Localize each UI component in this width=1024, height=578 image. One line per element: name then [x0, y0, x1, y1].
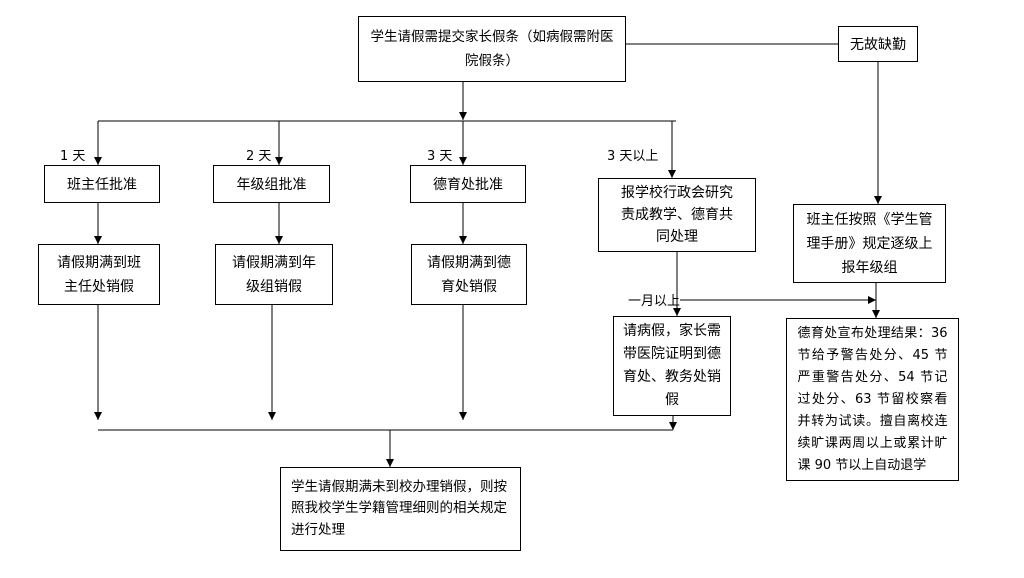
- node-sick-leave-cancel-text: 请病假，家长需带医院证明到德育处、教务处销假: [623, 323, 721, 408]
- node-absent-without-reason-text: 无故缺勤: [850, 37, 906, 53]
- node-submit-leave-note: 学生请假需提交家长假条（如病假需附医院假条）: [358, 16, 626, 82]
- node-overdue-handling-text: 学生请假期满未到校办理销假，则按照我校学生学籍管理细则的相关规定进行处理: [291, 478, 507, 538]
- node-admin-meeting: 报学校行政会研究责成教学、德育共同处理: [598, 178, 756, 252]
- node-overdue-handling: 学生请假期满未到校办理销假，则按照我校学生学籍管理细则的相关规定进行处理: [280, 467, 521, 551]
- node-moral-office-approve: 德育处批准: [410, 165, 526, 203]
- node-moral-office-approve-text: 德育处批准: [433, 177, 503, 193]
- edge-label-three-days: 3 天: [427, 149, 453, 164]
- node-punishment-result: 德育处宣布处理结果：36 节给予警告处分、45 节严重警告处分、54 节记过处分…: [786, 318, 959, 481]
- node-report-grade-group: 班主任按照《学生管理手册》规定逐级上报年级组: [793, 204, 946, 283]
- node-grade-group-approve: 年级组批准: [213, 165, 330, 203]
- edge-label-over-three-days: 3 天以上: [607, 149, 659, 164]
- node-cancel-at-grade-group: 请假期满到年级组销假: [215, 244, 333, 305]
- node-cancel-at-grade-group-text: 请假期满到年级组销假: [232, 254, 316, 295]
- node-cancel-at-head-teacher: 请假期满到班主任处销假: [38, 244, 160, 305]
- node-head-teacher-approve-text: 班主任批准: [67, 177, 137, 193]
- edge-label-over-one-month: 一月以上: [628, 294, 681, 309]
- node-punishment-result-text: 德育处宣布处理结果：36 节给予警告处分、45 节严重警告处分、54 节记过处分…: [797, 325, 948, 473]
- node-report-grade-group-text: 班主任按照《学生管理手册》规定逐级上报年级组: [806, 211, 933, 276]
- node-cancel-at-head-teacher-text: 请假期满到班主任处销假: [57, 254, 141, 295]
- edge-label-one-day: 1 天: [60, 149, 86, 164]
- edge-label-two-days: 2 天: [246, 149, 272, 164]
- node-head-teacher-approve: 班主任批准: [44, 165, 160, 203]
- node-sick-leave-cancel: 请病假，家长需带医院证明到德育处、教务处销假: [613, 316, 731, 416]
- node-submit-leave-note-text: 学生请假需提交家长假条（如病假需附医院假条）: [370, 29, 614, 69]
- node-admin-meeting-text: 报学校行政会研究责成教学、德育共同处理: [621, 185, 733, 245]
- node-absent-without-reason: 无故缺勤: [838, 26, 918, 62]
- node-cancel-at-moral-office: 请假期满到德育处销假: [411, 244, 527, 305]
- node-cancel-at-moral-office-text: 请假期满到德育处销假: [427, 254, 511, 295]
- node-grade-group-approve-text: 年级组批准: [236, 177, 307, 193]
